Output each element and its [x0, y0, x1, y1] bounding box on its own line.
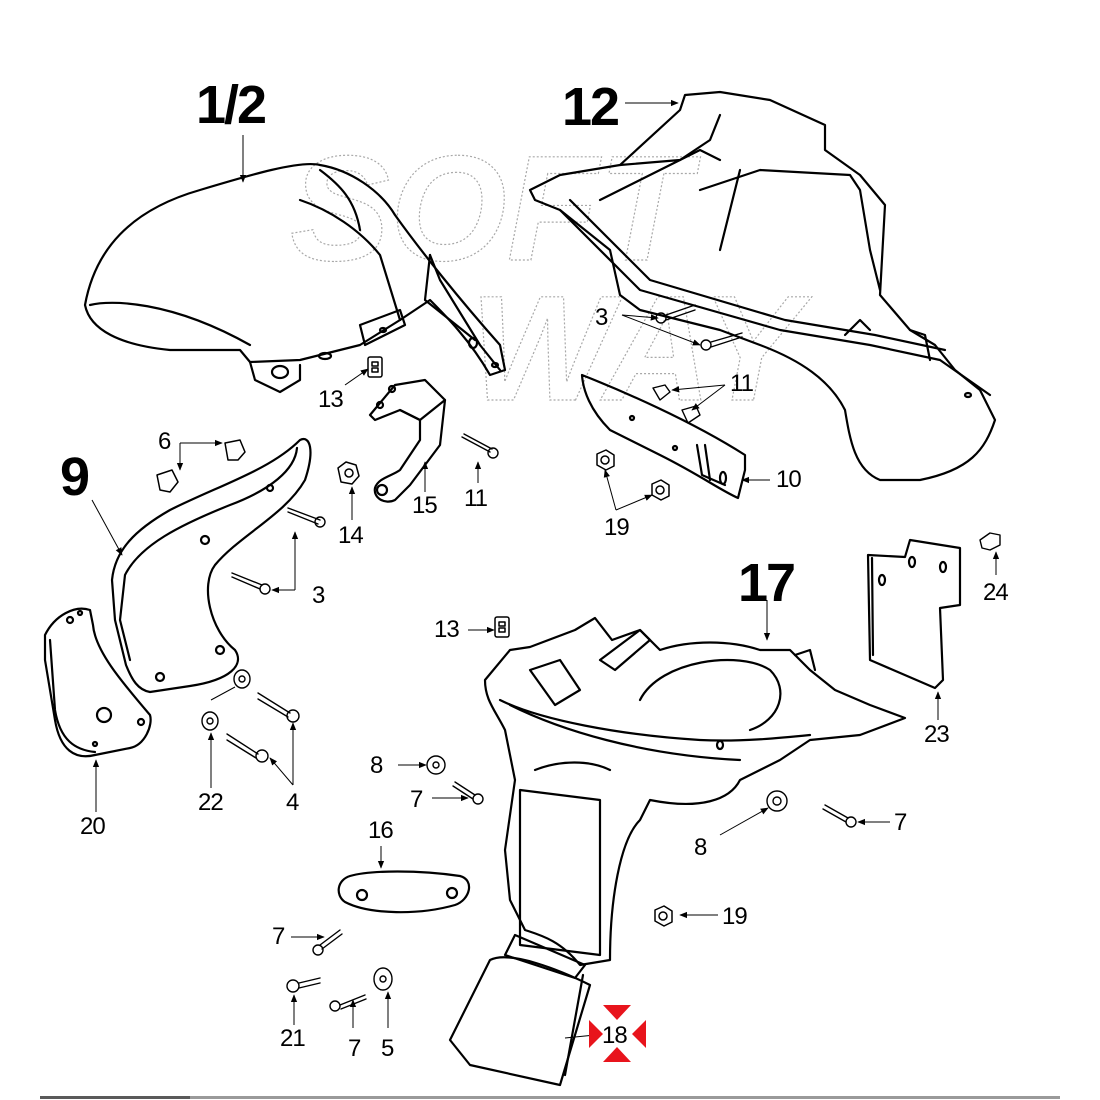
callout-text: 10 — [776, 466, 802, 493]
part-screw-3-right[interactable] — [655, 304, 743, 351]
selection-marker — [589, 1005, 646, 1062]
callout-11[interactable]: 11 — [464, 485, 492, 512]
callout-22[interactable]: 22 — [198, 789, 226, 816]
part-side-panel[interactable] — [110, 437, 312, 694]
part-rear-inner-fender[interactable] — [483, 616, 907, 967]
callout-text: 7 — [348, 1035, 361, 1062]
part-washer-8[interactable] — [426, 755, 788, 812]
callout-13[interactable]: 13 — [434, 616, 462, 643]
callout-text: 4 — [286, 789, 299, 816]
callout-11[interactable]: 11 — [730, 370, 758, 397]
label-text: 9 — [60, 447, 90, 507]
callout-text: 19 — [722, 903, 748, 930]
label-text: 1/2 — [196, 75, 267, 135]
callout-text: 24 — [983, 579, 1009, 606]
callout-text: 3 — [312, 582, 325, 609]
callout-24[interactable]: 24 — [983, 579, 1011, 606]
part-bolt-4[interactable] — [226, 692, 300, 763]
watermark-way: WAY — [470, 264, 812, 432]
callout-20[interactable]: 20 — [80, 813, 108, 840]
callout-text: 13 — [318, 386, 344, 413]
part-screw-21[interactable] — [286, 977, 321, 993]
callout-text: 8 — [694, 834, 707, 861]
callout-13[interactable]: 13 — [318, 386, 346, 413]
callout-5[interactable]: 5 — [381, 1035, 396, 1062]
callout-text: 7 — [272, 923, 285, 950]
assembly-label-12[interactable]: 12 — [562, 76, 620, 137]
callout-text: 18 — [602, 1022, 628, 1049]
callout-text: 21 — [280, 1025, 306, 1052]
callout-text: 7 — [894, 809, 907, 836]
part-plate-16[interactable] — [337, 870, 471, 914]
callout-text: 16 — [368, 817, 394, 844]
part-plate-23[interactable] — [866, 538, 962, 690]
callout-text: 20 — [80, 813, 106, 840]
part-nut-14[interactable] — [337, 461, 360, 485]
callout-text: 11 — [730, 370, 754, 397]
part-clip-13b[interactable] — [494, 616, 510, 638]
part-front-fender[interactable] — [83, 162, 507, 394]
label-text: 12 — [562, 77, 620, 137]
callout-7[interactable]: 7 — [894, 809, 909, 836]
callout-8[interactable]: 8 — [694, 834, 709, 861]
part-plate-20[interactable] — [43, 607, 152, 758]
part-screw-11a[interactable] — [461, 433, 499, 459]
callout-7[interactable]: 7 — [272, 923, 287, 950]
part-clip-6[interactable] — [156, 439, 246, 493]
callout-text: 6 — [158, 428, 171, 455]
part-washer-22[interactable] — [201, 669, 251, 731]
callout-6[interactable]: 6 — [158, 428, 173, 455]
part-pin-24[interactable] — [979, 532, 1001, 551]
part-washer-5[interactable] — [373, 967, 393, 991]
callout-19[interactable]: 19 — [604, 514, 632, 541]
callout-text: 22 — [198, 789, 224, 816]
callout-10[interactable]: 10 — [776, 466, 804, 493]
callout-18[interactable]: 18 — [602, 1022, 630, 1049]
callout-text: 19 — [604, 514, 630, 541]
callout-8[interactable]: 8 — [370, 752, 385, 779]
part-clip-11-right[interactable] — [652, 384, 701, 424]
callout-text: 3 — [595, 304, 608, 331]
callout-15[interactable]: 15 — [412, 492, 440, 519]
part-screw-7[interactable] — [312, 781, 857, 1012]
callout-16[interactable]: 16 — [368, 817, 396, 844]
callout-21[interactable]: 21 — [280, 1025, 308, 1052]
callout-text: 11 — [464, 485, 488, 512]
callout-text: 5 — [381, 1035, 394, 1062]
assembly-label-17[interactable]: 17 — [738, 550, 796, 613]
label-text: 17 — [738, 553, 796, 613]
assembly-label-9[interactable]: 9 — [60, 442, 90, 507]
callout-text: 13 — [434, 616, 460, 643]
callout-text: 23 — [924, 721, 950, 748]
part-inner-front-shield[interactable] — [528, 90, 997, 482]
callout-4[interactable]: 4 — [286, 789, 301, 816]
footer-divider — [40, 1096, 1060, 1099]
part-screw-3-left[interactable] — [231, 507, 326, 595]
part-mudflap[interactable] — [448, 933, 592, 1087]
callout-text: 14 — [338, 522, 364, 549]
part-bracket[interactable] — [368, 378, 447, 503]
callout-text: 7 — [410, 786, 423, 813]
part-clip-13a[interactable] — [367, 356, 383, 378]
assembly-label-1-2[interactable]: 1/2 — [196, 74, 267, 135]
callout-7[interactable]: 7 — [348, 1035, 363, 1062]
part-trim-10[interactable] — [580, 373, 747, 500]
callout-19[interactable]: 19 — [722, 903, 750, 930]
leader-lines — [91, 99, 1000, 1039]
footer-divider-accent — [40, 1096, 190, 1099]
callout-14[interactable]: 14 — [338, 522, 366, 549]
callout-23[interactable]: 23 — [924, 721, 952, 748]
callout-text: 8 — [370, 752, 383, 779]
callout-3[interactable]: 3 — [312, 582, 327, 609]
callout-text: 15 — [412, 492, 438, 519]
callout-3[interactable]: 3 — [595, 304, 610, 331]
callout-7[interactable]: 7 — [410, 786, 425, 813]
